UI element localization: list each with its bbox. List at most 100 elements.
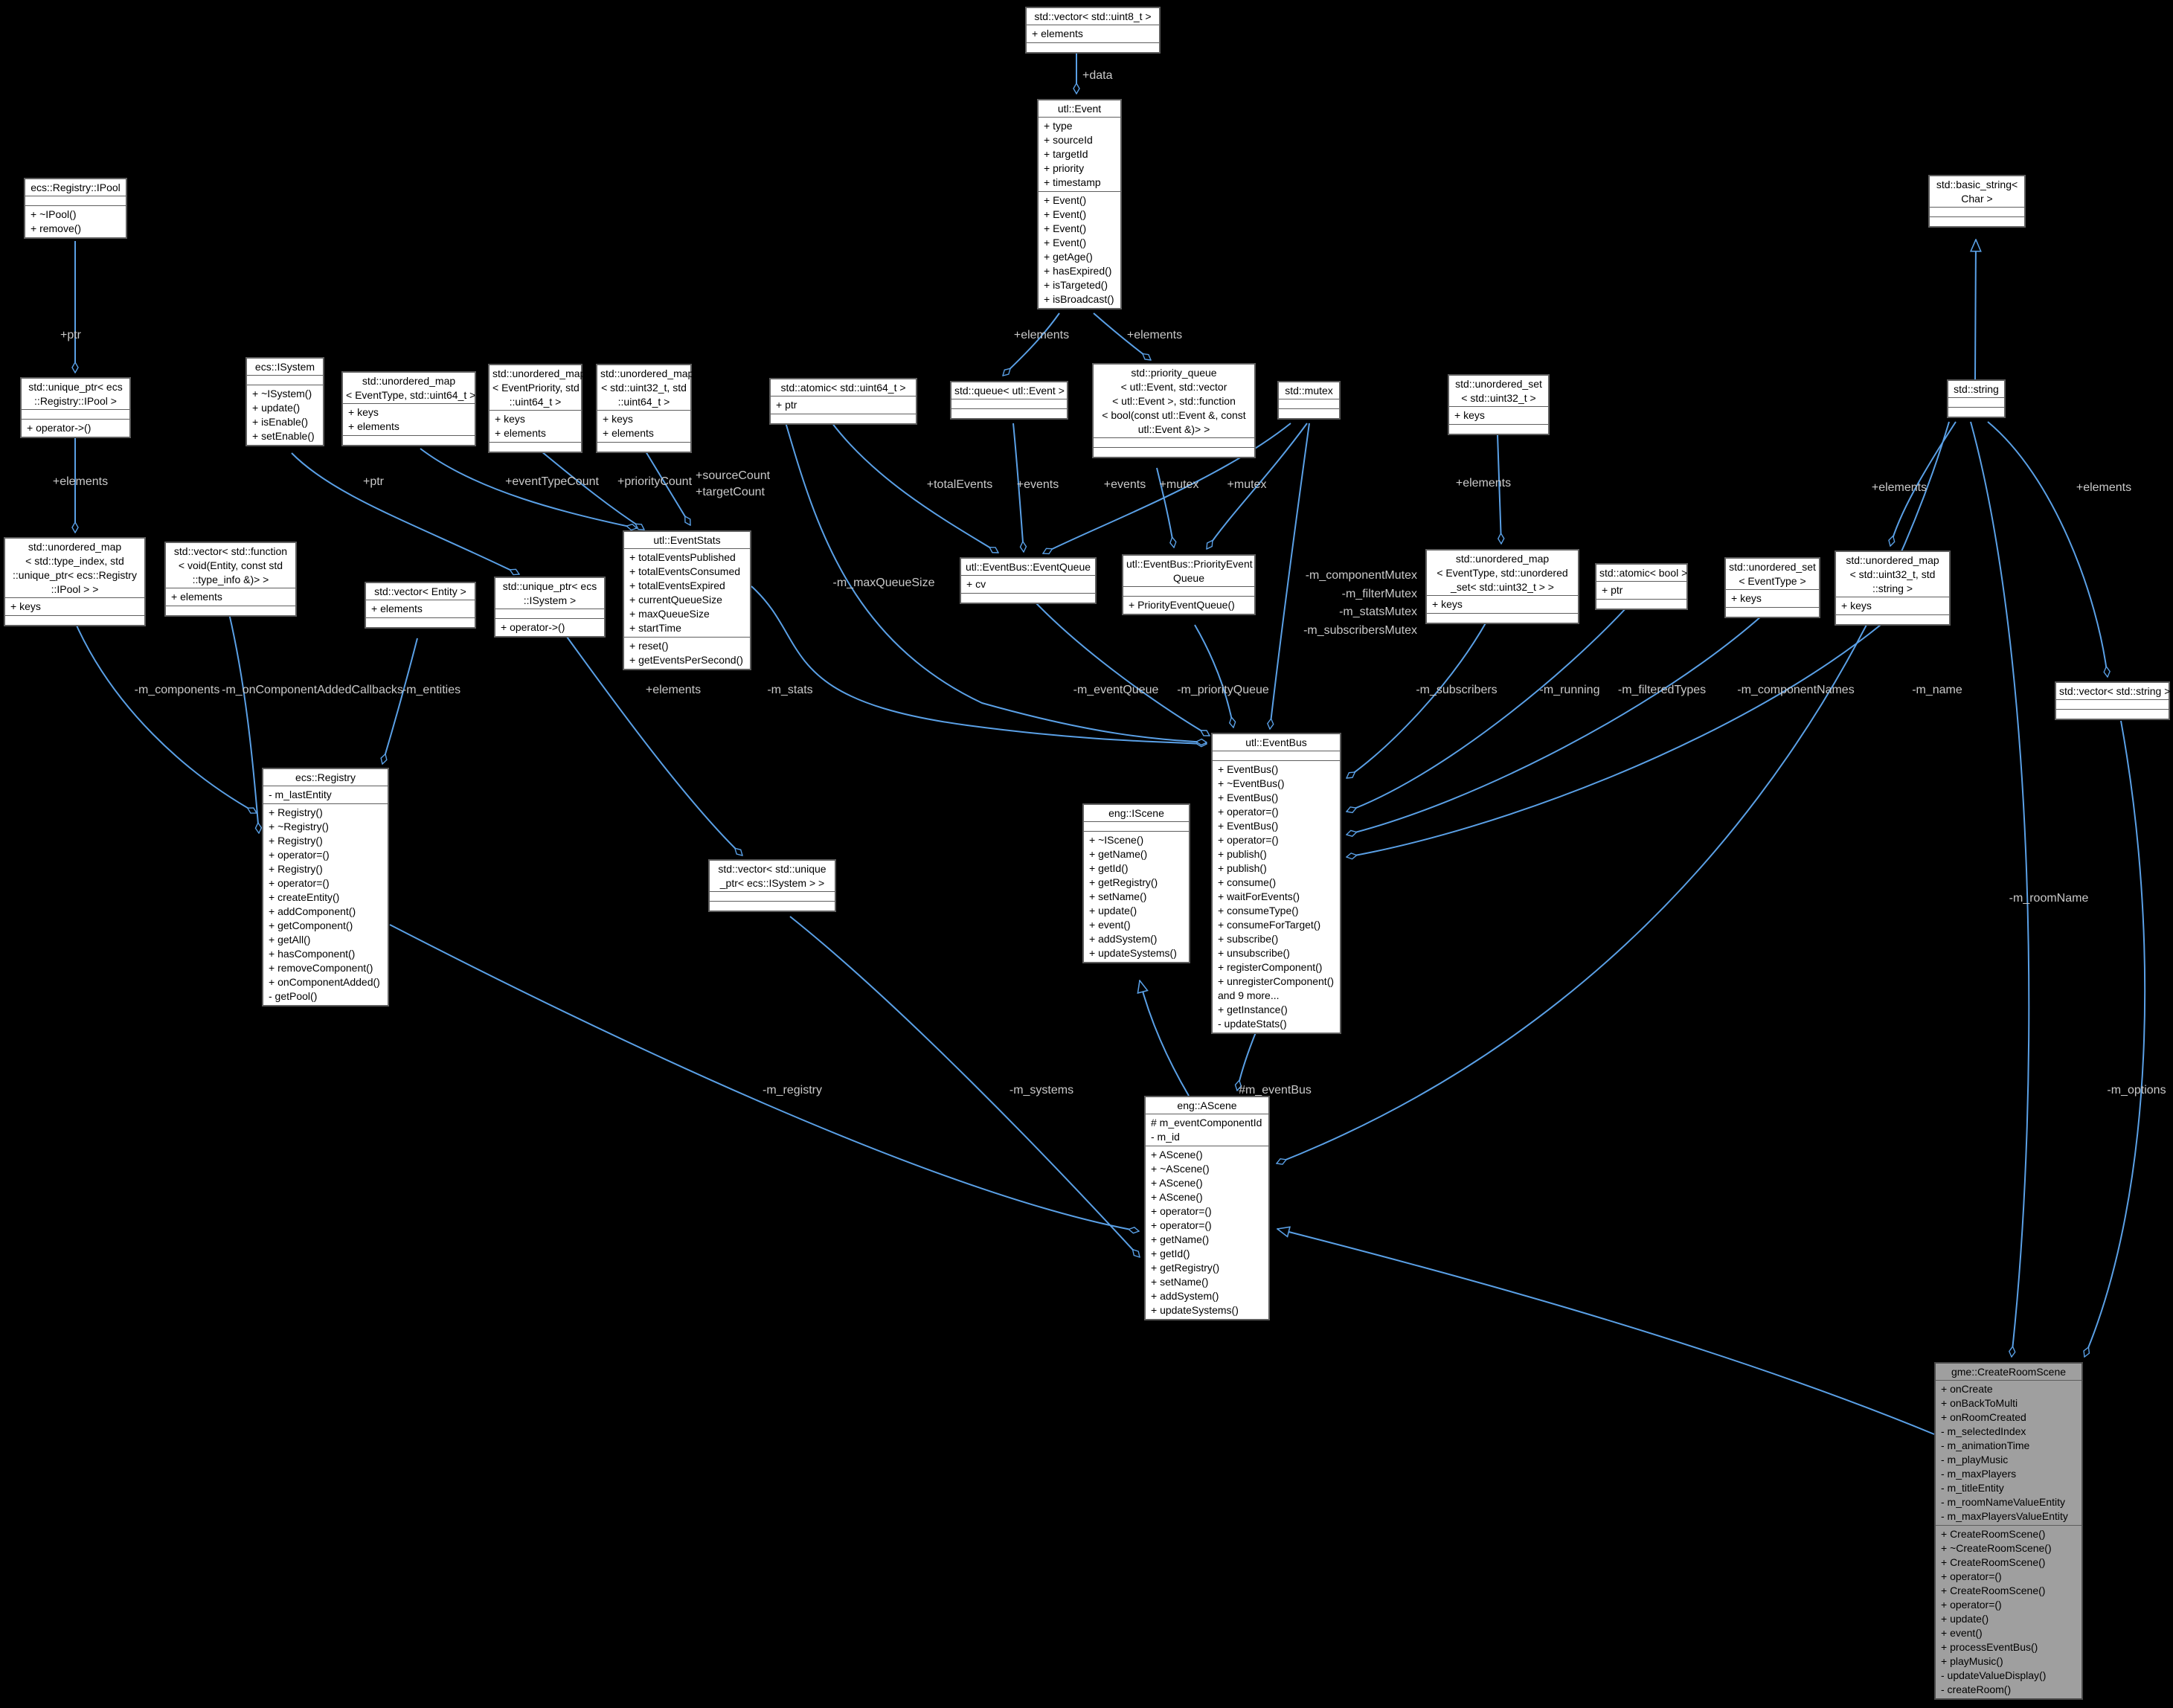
member-row: + setEnable() <box>252 430 315 442</box>
empty-section <box>2056 699 2169 709</box>
member-row: + isTargeted() <box>1044 279 1108 291</box>
class-node-mutex[interactable]: std::mutex <box>1277 381 1341 420</box>
empty-section <box>366 617 475 627</box>
class-title: ecs::ISystem <box>254 361 315 373</box>
class-title: std::mutex <box>1285 385 1333 396</box>
member-row: + keys <box>1731 592 1762 604</box>
class-title: std::vector< std::string > <box>2059 685 2171 697</box>
edge-label: -m_options <box>2107 1084 2166 1097</box>
class-node-uptr-ipool[interactable]: std::unique_ptr< ecs::Registry::IPool >+… <box>20 377 131 438</box>
class-node-gme-createroomscene[interactable]: gme::CreateRoomScene+ onCreate+ onBackTo… <box>1934 1362 2083 1700</box>
member-row: - m_titleEntity <box>1941 1482 2004 1494</box>
member-row: + ~EventBus() <box>1218 777 1285 789</box>
class-node-priority-queue[interactable]: std::priority_queue< utl::Event, std::ve… <box>1092 363 1256 458</box>
member-section: - m_lastEntity <box>263 786 388 803</box>
empty-section <box>1726 607 1819 617</box>
member-edge <box>291 452 519 574</box>
member-row: - updateStats() <box>1218 1018 1287 1030</box>
class-node-vec-entity[interactable]: std::vector< Entity >+ elements <box>365 582 476 629</box>
class-node-vec-string[interactable]: std::vector< std::string > <box>2055 681 2170 720</box>
class-node-queue-event[interactable]: std::queue< utl::Event > <box>950 381 1068 420</box>
edge-label: -m_statsMutex <box>1339 606 1417 618</box>
class-node-uset-u32[interactable]: std::unordered_set< std::uint32_t >+ key… <box>1448 374 1550 435</box>
member-edge <box>1035 602 1210 736</box>
class-node-vec-uptr-isystem[interactable]: std::vector< std::unique_ptr< ecs::ISyst… <box>708 859 836 912</box>
member-edge <box>1347 621 1487 778</box>
edge-label: +mutex <box>1160 478 1199 491</box>
member-row: + keys <box>495 413 525 425</box>
edge-label: +eventTypeCount <box>505 475 599 488</box>
member-row: + registerComponent() <box>1218 961 1323 973</box>
class-title: std::unique_ptr< ecs::Registry::IPool > <box>28 381 123 407</box>
class-node-umap-typeindex[interactable]: std::unordered_map< std::type_index, std… <box>4 537 146 626</box>
inheritance-edge <box>1140 980 1190 1097</box>
member-row: + setName() <box>1089 890 1147 902</box>
empty-section <box>710 891 835 901</box>
class-node-std-string[interactable]: std::string <box>1947 379 2006 418</box>
class-node-ecs-registry-ipool[interactable]: ecs::Registry::IPool+ ~IPool()+ remove() <box>24 178 127 239</box>
member-row: + Event() <box>1044 194 1087 206</box>
class-node-atomic-bool[interactable]: std::atomic< bool >+ ptr <box>1595 563 1688 610</box>
member-row: + Registry() <box>269 835 323 847</box>
edge-label: +elements <box>53 475 108 488</box>
class-title: std::unordered_set< std::uint32_t > <box>1455 378 1542 404</box>
member-row: + consumeForTarget() <box>1218 919 1321 931</box>
member-row: + ~Registry() <box>269 821 329 832</box>
edge-label: +events <box>1017 478 1059 491</box>
class-node-utl-event[interactable]: utl::Event+ type+ sourceId+ targetId+ pr… <box>1037 99 1122 309</box>
class-node-utl-eventbus[interactable]: utl::EventBus+ EventBus()+ ~EventBus()+ … <box>1211 733 1341 1034</box>
member-row: + keys <box>1432 598 1463 610</box>
class-node-eventbus-eventqueue[interactable]: utl::EventBus::EventQueue+ cv <box>960 557 1097 604</box>
member-row: + onRoomCreated <box>1941 1411 2026 1423</box>
member-row: + publish() <box>1218 862 1267 874</box>
member-edge <box>1206 423 1308 549</box>
member-row: + event() <box>1941 1627 1983 1639</box>
class-title: ecs::Registry::IPool <box>31 182 121 193</box>
member-row: - m_playMusic <box>1941 1454 2009 1465</box>
member-row: + subscribe() <box>1218 933 1279 945</box>
class-node-basic-string[interactable]: std::basic_string<Char > <box>1928 175 2026 228</box>
class-node-uset-eventtype[interactable]: std::unordered_set< EventType >+ keys <box>1724 557 1820 618</box>
member-row: + getAge() <box>1044 251 1093 263</box>
empty-section <box>343 435 475 445</box>
member-row: - m_id <box>1151 1131 1180 1143</box>
class-node-umap-eventtype-u64[interactable]: std::unordered_map< EventType, std::uint… <box>341 371 476 446</box>
class-title: utl::EventBus::EventQueue <box>965 561 1091 573</box>
member-edge <box>2084 720 2146 1357</box>
member-row: + Event() <box>1044 208 1087 220</box>
member-row: - m_maxPlayers <box>1941 1468 2017 1480</box>
class-node-ecs-registry[interactable]: ecs::Registry- m_lastEntity+ Registry()+… <box>262 768 389 1006</box>
class-node-umap-u32-u64[interactable]: std::unordered_map< std::uint32_t, std::… <box>596 364 693 453</box>
member-section: + CreateRoomScene()+ ~CreateRoomScene()+… <box>1936 1525 2081 1698</box>
member-row: + updateSystems() <box>1151 1304 1239 1316</box>
class-node-utl-eventstats[interactable]: utl::EventStats+ totalEventsPublished+ t… <box>623 530 751 670</box>
class-node-ecs-isystem[interactable]: ecs::ISystem+ ~ISystem()+ update()+ isEn… <box>245 357 324 446</box>
member-section: + AScene()+ ~AScene()+ AScene()+ AScene(… <box>1146 1146 1268 1319</box>
class-node-atomic-u64[interactable]: std::atomic< std::uint64_t >+ ptr <box>769 378 917 425</box>
member-row: - m_maxPlayersValueEntity <box>1941 1510 2068 1522</box>
member-row: + EventBus() <box>1218 792 1279 803</box>
class-node-vec-function[interactable]: std::vector< std::function< void(Entity,… <box>164 542 297 617</box>
member-row: + onCreate <box>1941 1383 1993 1395</box>
member-row: + update() <box>1941 1613 1989 1625</box>
class-node-vec-uint8[interactable]: std::vector< std::uint8_t >+ elements <box>1025 7 1161 54</box>
edge-label: -m_componentNames <box>1737 684 1854 696</box>
class-node-uptr-isystem[interactable]: std::unique_ptr< ecs::ISystem >+ operato… <box>494 577 606 638</box>
member-row: + operator=() <box>1218 834 1279 846</box>
member-row: + Registry() <box>269 863 323 875</box>
class-title: std::unordered_map< EventType, std::uint… <box>346 375 476 401</box>
member-row: + operator=() <box>1218 806 1279 818</box>
member-edge <box>382 638 418 764</box>
member-section: + ~IScene()+ getName()+ getId()+ getRegi… <box>1084 831 1189 962</box>
class-node-eng-ascene[interactable]: eng::AScene# m_eventComponentId- m_id+ A… <box>1144 1096 1270 1320</box>
edge-label: -m_onComponentAddedCallbacks <box>222 684 403 696</box>
class-node-eng-iscene[interactable]: eng::IScene+ ~IScene()+ getName()+ getId… <box>1082 803 1190 963</box>
empty-section <box>710 901 835 911</box>
member-edge <box>1237 1032 1256 1091</box>
class-node-umap-eventtype-uset[interactable]: std::unordered_map< EventType, std::unor… <box>1425 549 1579 624</box>
class-node-umap-u32-string[interactable]: std::unordered_map< std::uint32_t, std::… <box>1835 550 1951 626</box>
class-node-umap-eventpriority-u64[interactable]: std::unordered_map< EventPriority, std::… <box>488 364 585 453</box>
member-edge <box>645 451 691 525</box>
